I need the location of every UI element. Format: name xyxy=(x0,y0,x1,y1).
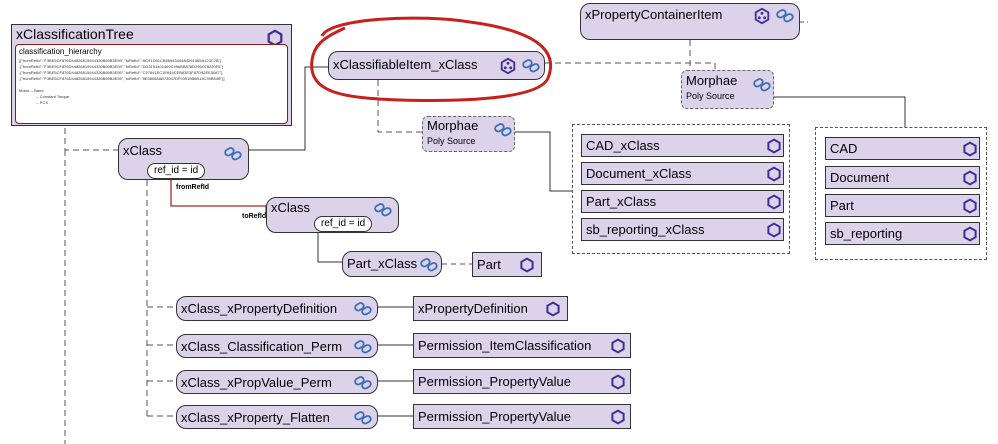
poly-hexagon-icon xyxy=(754,7,770,25)
part-xclass-node[interactable]: Part_xClass xyxy=(342,251,442,277)
tree-property-box: classification_hierarchy [{"fromRefId":"… xyxy=(15,44,288,124)
part-label: Part xyxy=(477,257,501,272)
xclass-main-node[interactable]: xClass ref_id = id xyxy=(118,138,249,180)
ref-id-badge: ref_id = id xyxy=(314,216,373,232)
link-chain-icon xyxy=(224,147,242,161)
class-perm-target-node[interactable]: Permission_ItemClassification xyxy=(413,333,631,358)
part-xclass-label: Part_xClass xyxy=(347,256,418,271)
link-chain-icon xyxy=(522,59,540,73)
from-ref-label: fromRefId xyxy=(176,184,210,191)
group-xclass-item[interactable]: CAD_xClass xyxy=(581,134,784,157)
property-container-node[interactable]: xPropertyContainerItem xyxy=(580,3,800,40)
class-perm-relation-node[interactable]: xClass_Classification_Perm xyxy=(176,334,378,358)
highlight-ellipse xyxy=(310,16,553,102)
link-chain-icon xyxy=(374,203,392,217)
tree-hierarchy-line: -- Constant Torque xyxy=(36,94,70,99)
hexagon-icon xyxy=(767,138,781,154)
edge-classifiable-morphae xyxy=(545,62,716,70)
edge-tree-xclass xyxy=(64,128,118,151)
classification-tree-node[interactable]: xClassificationTree classification_hiera… xyxy=(11,24,292,126)
hexagon-icon xyxy=(546,301,560,317)
morphae-mid-node[interactable]: Morphae Poly Source xyxy=(422,116,515,152)
hexagon-icon xyxy=(767,166,781,182)
edge-xclass-classifiable xyxy=(249,66,328,151)
hexagon-icon xyxy=(963,226,977,242)
group-item[interactable]: Document xyxy=(825,166,980,189)
link-chain-icon xyxy=(753,78,771,92)
tree-title: xClassificationTree xyxy=(16,26,134,42)
hexagon-icon xyxy=(963,141,977,157)
xclass-child-node[interactable]: xClass ref_id = id xyxy=(266,197,399,233)
link-chain-icon xyxy=(354,302,372,316)
tree-property-label: classification_hierarchy xyxy=(19,47,102,56)
xclass-group: CAD_xClass Document_xClass Part_xClass s… xyxy=(572,124,790,254)
items-group: CAD Document Part sb_reporting xyxy=(815,127,987,260)
hexagon-icon xyxy=(611,374,625,390)
prop-flatten-target-node[interactable]: Permission_PropertyValue xyxy=(413,404,631,429)
tree-json-line: [{"fromRefId":"F3BE5CF876D44826815944326… xyxy=(19,58,222,63)
hexagon-icon xyxy=(611,338,625,354)
propvalue-perm-target-node[interactable]: Permission_PropertyValue xyxy=(413,369,631,394)
xclass-main-label: xClass xyxy=(123,143,163,158)
classifiable-item-label: xClassifiableItem_xClass xyxy=(333,57,478,72)
group-item[interactable]: Part xyxy=(825,194,980,217)
group-item[interactable]: sb_reporting xyxy=(825,222,980,245)
edge-classifiable-morphaemid xyxy=(377,80,422,133)
xclass-child-label: xClass xyxy=(271,200,311,215)
link-chain-icon xyxy=(354,411,372,425)
tree-json-line: ,{"fromRefId":"F3BE5CF876D44826815944326… xyxy=(19,76,225,81)
group-item[interactable]: CAD xyxy=(825,137,980,160)
prop-flatten-relation-node[interactable]: xClass_xProperty_Flatten xyxy=(176,405,378,429)
hexagon-icon xyxy=(767,194,781,210)
link-chain-icon xyxy=(354,340,372,354)
part-node[interactable]: Part xyxy=(472,252,542,277)
link-chain-icon xyxy=(354,376,372,390)
hexagon-icon xyxy=(963,170,977,186)
morphae-top-node[interactable]: Morphae Poly Source xyxy=(681,70,774,109)
hexagon-icon xyxy=(963,198,977,214)
ref-id-badge: ref_id = id xyxy=(147,163,206,179)
edge-morphaetop-items xyxy=(774,96,906,127)
group-xclass-item[interactable]: sb_reporting_xClass xyxy=(581,218,784,241)
morphae-top-sub: Poly Source xyxy=(686,91,735,101)
link-chain-icon xyxy=(776,9,794,23)
link-chain-icon xyxy=(420,258,438,272)
prop-def-target-node[interactable]: xPropertyDefinition xyxy=(413,296,568,321)
prop-def-relation-node[interactable]: xClass_xPropertyDefinition xyxy=(176,296,378,321)
group-xclass-item[interactable]: Document_xClass xyxy=(581,162,784,185)
tree-hierarchy-line: Motor -- Band xyxy=(19,88,44,93)
hexagon-icon xyxy=(520,257,534,273)
hexagon-icon xyxy=(611,409,625,425)
tree-json-line: ,{"fromRefId":"F3BE5CF876D44826815944326… xyxy=(19,64,224,69)
tree-hierarchy-line: -- PCS xyxy=(36,100,48,105)
hexagon-icon xyxy=(767,222,781,238)
edge-child-partxclass xyxy=(317,233,342,263)
poly-hexagon-icon xyxy=(500,57,516,75)
group-xclass-item[interactable]: Part_xClass xyxy=(581,190,784,213)
morphae-top-label: Morphae xyxy=(686,73,738,88)
edge-morphaemid-group xyxy=(515,131,572,192)
morphae-mid-label: Morphae xyxy=(427,118,479,133)
classifiable-item-node[interactable]: xClassifiableItem_xClass xyxy=(328,51,545,80)
tree-json-line: ,{"fromRefId":"F3BE5CF876D44826815944326… xyxy=(19,70,223,75)
link-chain-icon xyxy=(494,123,512,137)
propvalue-perm-relation-node[interactable]: xClass_xPropValue_Perm xyxy=(176,370,378,394)
property-container-label: xPropertyContainerItem xyxy=(585,7,723,22)
morphae-mid-sub: Poly Source xyxy=(427,136,476,146)
to-ref-label: toRefId xyxy=(242,213,267,220)
